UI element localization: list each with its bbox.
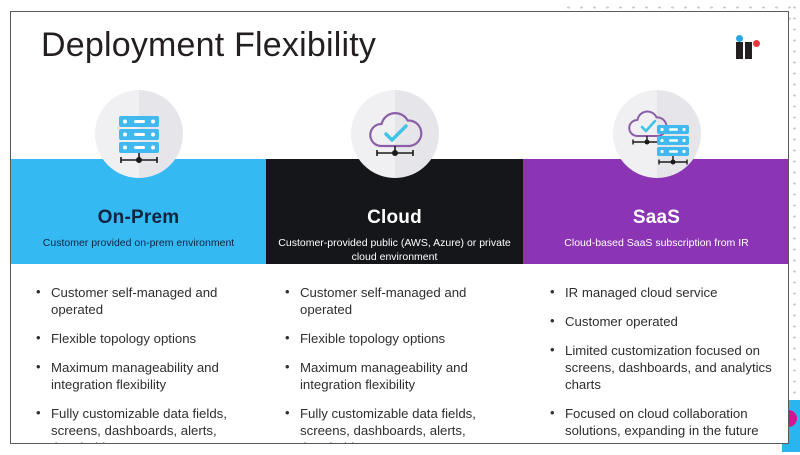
logo-red-dot-icon [753, 40, 760, 47]
list-item: Maximum manageability and integration fl… [284, 358, 509, 393]
column-subtitle-on-prem: Customer provided on-prem environment [42, 237, 235, 249]
bullet-list-cloud: Customer self-managed and operated Flexi… [266, 283, 523, 443]
list-item: Fully customizable data fields, screens,… [35, 404, 252, 443]
slide-header: Deployment Flexibility [11, 12, 788, 92]
cloud-check-icon [350, 90, 439, 178]
logo-right-bar-icon [745, 42, 752, 59]
list-item: Focused on cloud collaboration solutions… [549, 404, 782, 439]
list-item: Customer self-managed and operated [35, 283, 252, 318]
list-item: Flexible topology options [35, 329, 252, 347]
column-subtitle-saas: Cloud-based SaaS subscription from IR [564, 237, 749, 249]
list-item: Limited customization focused on screens… [549, 341, 782, 393]
deployment-columns: On-Prem Customer provided on-prem enviro… [11, 12, 788, 443]
list-item: IR managed cloud service [549, 283, 782, 301]
column-title-on-prem: On-Prem [97, 207, 180, 228]
list-item: Customer operated [549, 312, 782, 330]
server-rack-icon [94, 90, 183, 178]
page-title: Deployment Flexibility [41, 26, 377, 64]
column-band-text-cloud: Cloud Customer-provided public (AWS, Azu… [266, 207, 523, 264]
bullet-list-on-prem: Customer self-managed and operated Flexi… [11, 283, 266, 443]
column-title-saas: SaaS [632, 207, 681, 228]
slide-canvas: Deployment Flexibility On-Prem Customer … [10, 11, 789, 444]
ir-logo [730, 33, 760, 63]
cloud-server-icon [612, 90, 701, 178]
column-band-text-on-prem: On-Prem Customer provided on-prem enviro… [11, 207, 266, 250]
column-saas: SaaS Cloud-based SaaS subscription from … [523, 12, 788, 443]
column-title-cloud: Cloud [367, 207, 422, 228]
list-item: Maximum manageability and integration fl… [35, 358, 252, 393]
list-item: Fully customizable data fields, screens,… [284, 404, 509, 443]
list-item: Flexible topology options [284, 329, 509, 347]
logo-blue-dot-icon [736, 35, 743, 42]
column-band-cloud: Cloud Customer-provided public (AWS, Azu… [266, 159, 523, 264]
column-subtitle-cloud: Customer-provided public (AWS, Azure) or… [278, 237, 511, 263]
list-item: Customer self-managed and operated [284, 283, 509, 318]
bullet-list-saas: IR managed cloud service Customer operat… [523, 283, 788, 443]
column-cloud: Cloud Customer-provided public (AWS, Azu… [266, 12, 523, 443]
dot-grid-pattern-right [786, 0, 800, 455]
logo-left-bar-icon [736, 42, 743, 59]
column-on-prem: On-Prem Customer provided on-prem enviro… [11, 12, 266, 443]
column-band-text-saas: SaaS Cloud-based SaaS subscription from … [523, 207, 788, 250]
